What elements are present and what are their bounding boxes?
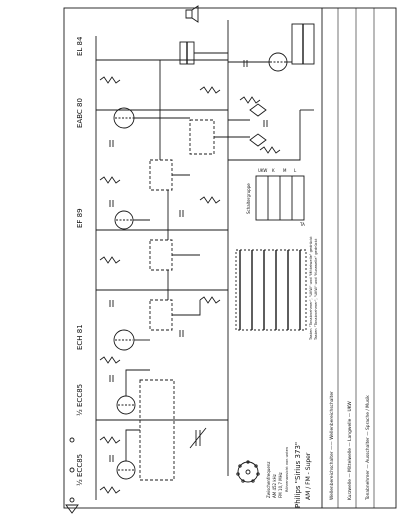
label-el84: EL 84 (76, 36, 84, 56)
socket-caption: Röhrenansicht von unten (285, 447, 289, 492)
tuning-capacitor (189, 427, 207, 449)
title-brand-model: Philips "Sirius 373" (294, 442, 302, 508)
if-transformer-1 (149, 299, 173, 331)
if-note-line3: FM 10,7 MHz (278, 472, 283, 498)
label-ecc85-left: ½ ECC85 (76, 454, 84, 486)
label-ech81: ECH 81 (76, 324, 84, 350)
label-eabc80: EABC 80 (76, 98, 84, 128)
switch-bank (235, 249, 307, 331)
antenna-terminals (65, 437, 79, 514)
if-note-line1: Zwischenfrequenz (266, 461, 271, 498)
tube-labels: ½ ECC85 ½ ECC85 ECH 81 EF 89 EABC 80 EL … (76, 36, 84, 486)
capacitors (109, 60, 268, 462)
legend-line-3: Tonabnehmer — Ausschalter — Sprache / Mu… (365, 395, 371, 501)
legend-line-2: Kurzwelle — Mittelwelle — Langwelle — UK… (347, 401, 353, 500)
if-transformer-3 (149, 159, 173, 191)
ratio-detector (189, 119, 215, 155)
wave-labels: UKW K M L TA (258, 168, 305, 227)
if-note: Zwischenfrequenz AM 452 kHz FM 10,7 MHz (266, 461, 283, 498)
wave-label-4: TA (299, 222, 305, 227)
wave-label-3: L (294, 168, 297, 173)
wave-label-0: UKW (258, 168, 267, 173)
title-block: Philips "Sirius 373" AM / FM - Super (294, 442, 312, 508)
title-subtitle: AM / FM - Super (305, 452, 312, 500)
if-note-line2: AM 452 kHz (272, 474, 277, 498)
speaker-symbol (185, 5, 199, 23)
fm-tuner-box (139, 379, 175, 481)
if-transformer-2 (149, 239, 173, 271)
panel-note-1: Tasten "Tonabnehmer", "UKW" und "Mittelw… (309, 236, 313, 341)
label-ecc85-right: ½ ECC85 (76, 384, 84, 416)
resistors (99, 76, 281, 494)
legend-strip: Wellenbereichschalter —— Wellenbereichsc… (329, 391, 371, 501)
tube-socket-pin-diagram (237, 461, 259, 483)
legend-line-1: Wellenbereichschalter —— Wellenbereichsc… (329, 391, 335, 500)
panel-note-2: Tasten "Tonabnehmer", "UKW" und "Kurzwel… (314, 238, 318, 341)
outer-border (63, 7, 397, 509)
wave-label-2: M (283, 168, 287, 173)
switch-panel-caption: Schaltergruppe (246, 183, 251, 214)
wave-label-1: K (272, 168, 275, 173)
panel-notes: Tasten "Tonabnehmer", "UKW" und "Mittelw… (309, 236, 318, 341)
label-ef89: EF 89 (76, 208, 84, 228)
